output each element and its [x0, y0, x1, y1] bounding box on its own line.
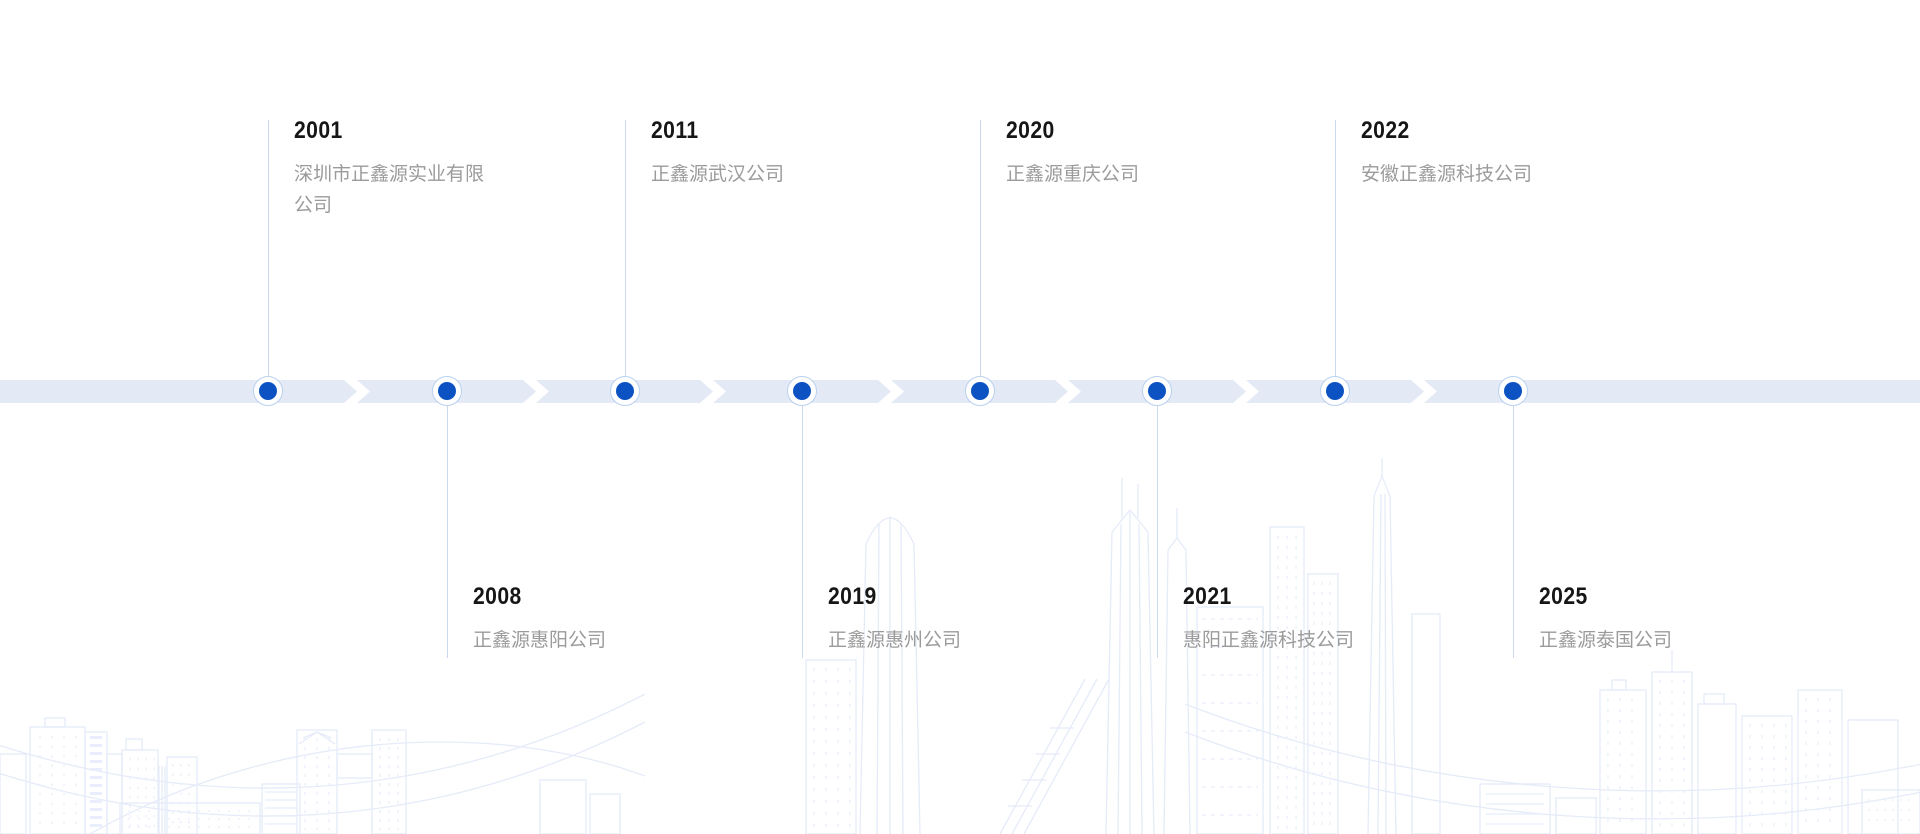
- year-label: 2022: [1361, 117, 1410, 144]
- milestone-dot-icon: [1326, 382, 1344, 400]
- timeline-dot: [1320, 376, 1350, 406]
- year-label: 2020: [1006, 117, 1055, 144]
- year-label: 2008: [473, 583, 522, 610]
- timeline-dot: [610, 376, 640, 406]
- year-label: 2011: [651, 117, 699, 144]
- chevron-right-icon: [1233, 380, 1259, 403]
- skyline-illustration: [0, 458, 1920, 834]
- timeline-dot: [253, 376, 283, 406]
- company-label: 正鑫源武汉公司: [651, 164, 785, 185]
- milestone-label: 2011 正鑫源武汉公司: [651, 116, 856, 190]
- milestone-dot-icon: [793, 382, 811, 400]
- timeline-dot: [432, 376, 462, 406]
- milestone-label: 2021 惠阳正鑫源科技公司: [1183, 582, 1388, 656]
- chevron-right-icon: [523, 380, 549, 403]
- connector-line: [1157, 406, 1158, 658]
- company-label: 正鑫源泰国公司: [1539, 630, 1673, 651]
- company-label: 深圳市正鑫源实业有限公司: [294, 164, 485, 216]
- milestone-label: 2020 正鑫源重庆公司: [1006, 116, 1211, 190]
- connector-line: [980, 120, 981, 376]
- chevron-right-icon: [344, 380, 370, 403]
- milestone-label: 2025 正鑫源泰国公司: [1539, 582, 1744, 656]
- milestone-dot-icon: [971, 382, 989, 400]
- timeline-dot: [1142, 376, 1172, 406]
- milestone-label: 2019 正鑫源惠州公司: [828, 582, 1033, 656]
- connector-line: [447, 406, 448, 658]
- timeline-band: [0, 380, 1920, 403]
- connector-line: [625, 120, 626, 376]
- company-label: 正鑫源惠阳公司: [473, 630, 607, 651]
- year-label: 2001: [294, 117, 343, 144]
- chevron-right-icon: [1411, 380, 1437, 403]
- milestone-label: 2008 正鑫源惠阳公司: [473, 582, 678, 656]
- milestone-dot-icon: [438, 382, 456, 400]
- connector-line: [802, 406, 803, 658]
- chevron-right-icon: [878, 380, 904, 403]
- chevron-right-icon: [1055, 380, 1081, 403]
- company-label: 安徽正鑫源科技公司: [1361, 164, 1533, 185]
- company-label: 正鑫源惠州公司: [828, 630, 962, 651]
- timeline-dot: [965, 376, 995, 406]
- milestone-label: 2001 深圳市正鑫源实业有限公司: [294, 116, 499, 221]
- year-label: 2019: [828, 583, 877, 610]
- timeline-dot: [1498, 376, 1528, 406]
- company-label: 惠阳正鑫源科技公司: [1183, 630, 1355, 651]
- milestone-label: 2022 安徽正鑫源科技公司: [1361, 116, 1566, 190]
- year-label: 2021: [1183, 583, 1232, 610]
- chevron-right-icon: [700, 380, 726, 403]
- connector-line: [1513, 406, 1514, 658]
- connector-line: [1335, 120, 1336, 376]
- company-label: 正鑫源重庆公司: [1006, 164, 1140, 185]
- milestone-dot-icon: [1504, 382, 1522, 400]
- milestone-dot-icon: [1148, 382, 1166, 400]
- timeline-dot: [787, 376, 817, 406]
- milestone-dot-icon: [616, 382, 634, 400]
- connector-line: [268, 120, 269, 376]
- year-label: 2025: [1539, 583, 1588, 610]
- milestone-dot-icon: [259, 382, 277, 400]
